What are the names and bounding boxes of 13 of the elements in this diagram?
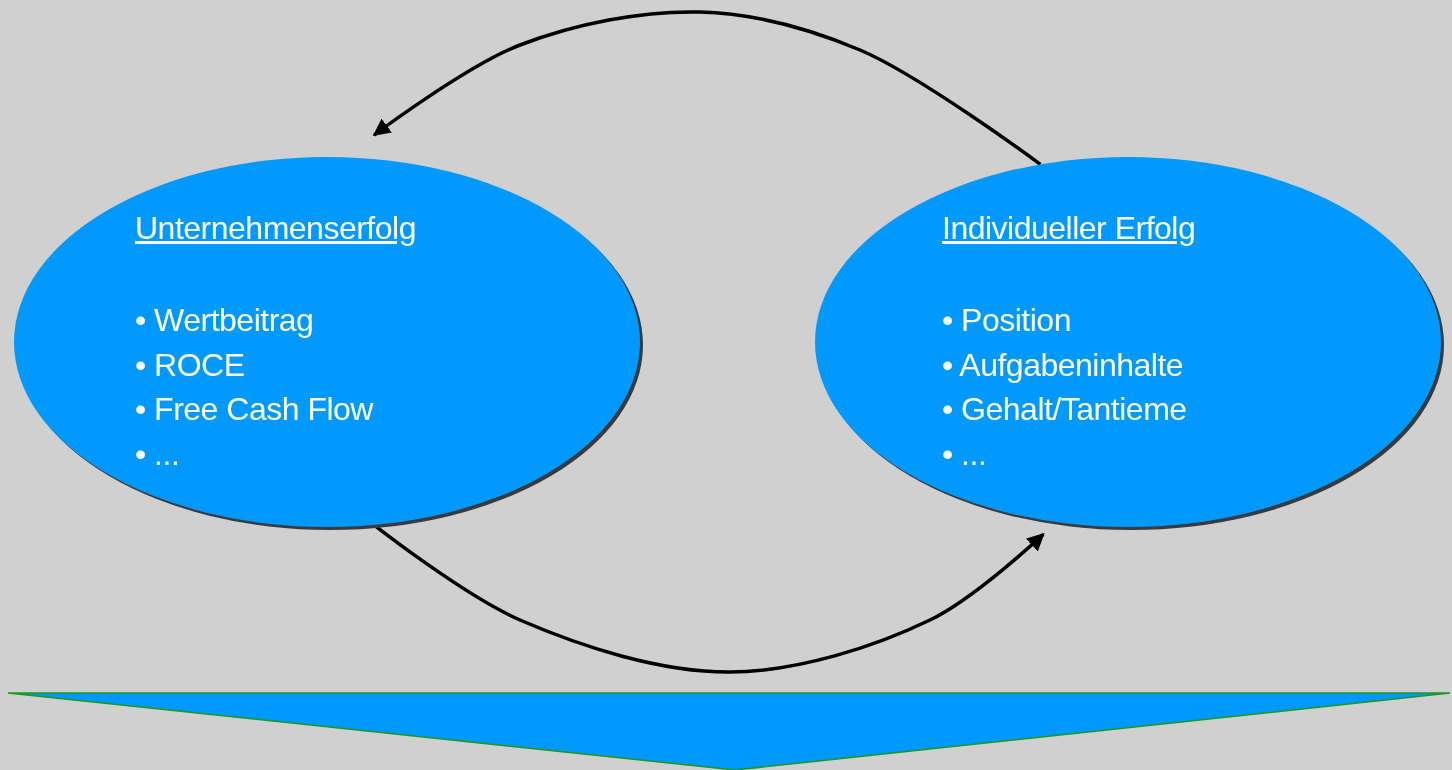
- curved-arrow: [372, 10, 1042, 166]
- bullet-item: • Aufgabeninhalte: [942, 345, 1185, 385]
- heading: Individueller Erfolg: [942, 210, 1196, 247]
- bullet-item: • Position: [942, 301, 1072, 340]
- ellipse: [14, 157, 640, 527]
- bullet-item: • ROCE: [135, 345, 246, 385]
- bullet-item: • Wertbeitrag: [135, 301, 315, 340]
- bullet-item: • ...: [135, 434, 181, 474]
- heading: Unternehmenserfolg: [135, 210, 416, 247]
- bullet-item: • Gehalt/Tantieme: [942, 390, 1187, 429]
- ellipse: [815, 157, 1441, 527]
- bullet-item: • ...: [942, 434, 988, 474]
- bullet-item: • Free Cash Flow: [135, 390, 373, 429]
